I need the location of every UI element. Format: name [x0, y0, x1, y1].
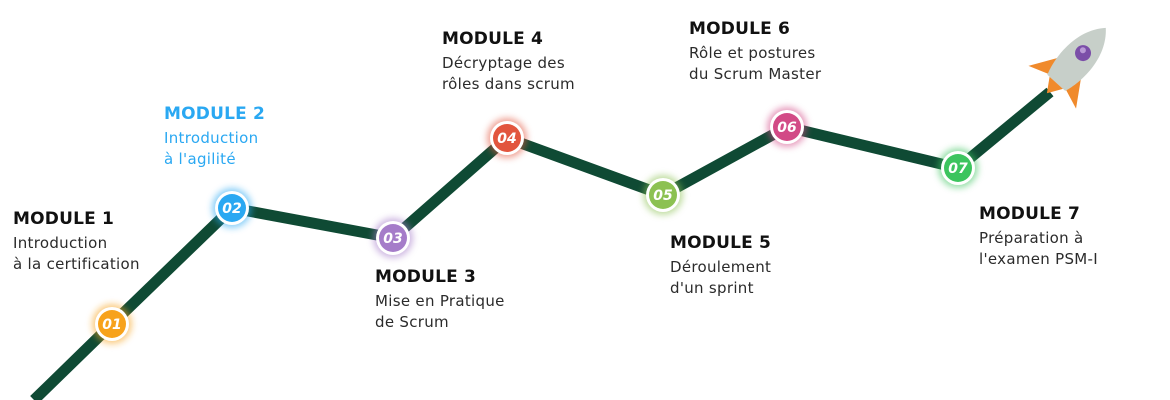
- node-circle: [493, 124, 521, 152]
- rocket-icon: [1028, 27, 1106, 109]
- module-1: MODULE 1 Introduction à la certification: [13, 208, 140, 275]
- module-4-line-2: rôles dans scrum: [442, 75, 575, 93]
- node-circle: [218, 194, 246, 222]
- node-label: 07: [948, 161, 968, 177]
- rocket-body: [1047, 27, 1106, 91]
- module-6-title: MODULE 6: [689, 19, 791, 39]
- node-circle: [379, 224, 407, 252]
- rocket-fin-right: [1065, 75, 1082, 109]
- module-3-line-2: de Scrum: [375, 313, 449, 331]
- rocket-exhaust: [1046, 76, 1063, 94]
- node-05: 05: [643, 175, 683, 215]
- module-6-line-1: Rôle et postures: [689, 44, 816, 62]
- module-3-title: MODULE 3: [375, 267, 477, 287]
- node-label: 02: [222, 201, 241, 217]
- node-label: 03: [383, 231, 402, 247]
- module-2-line-2: à l'agilité: [164, 150, 236, 168]
- module-1-line-2: à la certification: [13, 255, 140, 273]
- module-6-line-2: du Scrum Master: [689, 65, 822, 83]
- module-7-line-2: l'examen PSM-I: [979, 250, 1098, 268]
- node-02: 02: [212, 188, 252, 228]
- module-1-line-1: Introduction: [13, 234, 108, 252]
- node-07: 07: [938, 148, 978, 188]
- module-4-line-1: Décryptage des: [442, 54, 565, 72]
- node-circle: [944, 154, 972, 182]
- node-circle: [649, 181, 677, 209]
- node-label: 01: [102, 317, 121, 333]
- module-2: MODULE 2 Introduction à l'agilité: [164, 103, 265, 170]
- node-04: 04: [487, 118, 527, 158]
- module-2-title: MODULE 2: [164, 104, 266, 124]
- module-5-line-1: Déroulement: [670, 258, 772, 276]
- node-circle: [98, 310, 126, 338]
- node-label: 06: [777, 120, 797, 136]
- module-4-title: MODULE 4: [442, 29, 544, 49]
- module-6: MODULE 6 Rôle et postures du Scrum Maste…: [689, 18, 821, 85]
- node-circle: [773, 113, 801, 141]
- module-7-title: MODULE 7: [979, 204, 1081, 224]
- module-5-line-2: d'un sprint: [670, 279, 754, 297]
- module-3-line-1: Mise en Pratique: [375, 292, 505, 310]
- node-03: 03: [373, 218, 413, 258]
- module-5-title: MODULE 5: [670, 233, 772, 253]
- module-7: MODULE 7 Préparation à l'examen PSM-I: [979, 203, 1098, 270]
- module-7-line-1: Préparation à: [979, 229, 1084, 247]
- node-06: 06: [767, 107, 807, 147]
- module-2-line-1: Introduction: [164, 129, 259, 147]
- module-1-title: MODULE 1: [13, 209, 115, 229]
- module-5: MODULE 5 Déroulement d'un sprint: [670, 232, 771, 299]
- rocket-window-shine: [1079, 47, 1086, 54]
- roadmap-nodes: 01 02 03 04 05 06 07: [92, 107, 978, 344]
- node-label: 05: [653, 188, 673, 204]
- module-4: MODULE 4 Décryptage des rôles dans scrum: [442, 28, 575, 95]
- node-01: 01: [92, 304, 132, 344]
- node-label: 04: [497, 131, 516, 147]
- module-3: MODULE 3 Mise en Pratique de Scrum: [375, 266, 505, 333]
